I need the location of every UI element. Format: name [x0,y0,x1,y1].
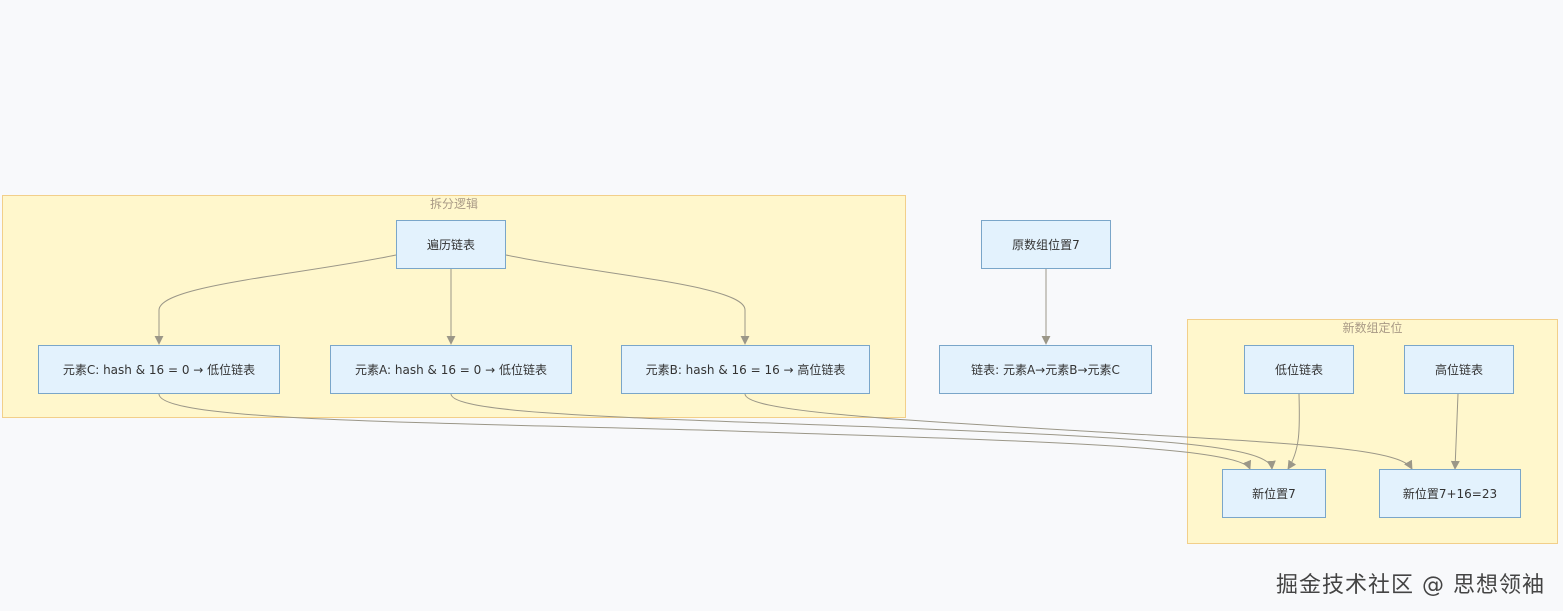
node-element-b[interactable]: 元素B: hash & 16 = 16 → 高位链表 [621,345,870,394]
node-traverse-list[interactable]: 遍历链表 [396,220,506,269]
node-new-position-7[interactable]: 新位置7 [1222,469,1326,518]
node-new-position-23[interactable]: 新位置7+16=23 [1379,469,1521,518]
cluster-split-logic-title: 拆分逻辑 [429,197,478,211]
node-element-c[interactable]: 元素C: hash & 16 = 0 → 低位链表 [38,345,280,394]
node-element-a[interactable]: 元素A: hash & 16 = 0 → 低位链表 [330,345,572,394]
node-original-position[interactable]: 原数组位置7 [981,220,1111,269]
cluster-new-position-title: 新数组定位 [1342,321,1403,335]
watermark-text: 掘金技术社区 @ 思想领袖 [1276,573,1545,598]
node-linked-list[interactable]: 链表: 元素A→元素B→元素C [939,345,1152,394]
node-high-list[interactable]: 高位链表 [1404,345,1514,394]
node-low-list[interactable]: 低位链表 [1244,345,1354,394]
